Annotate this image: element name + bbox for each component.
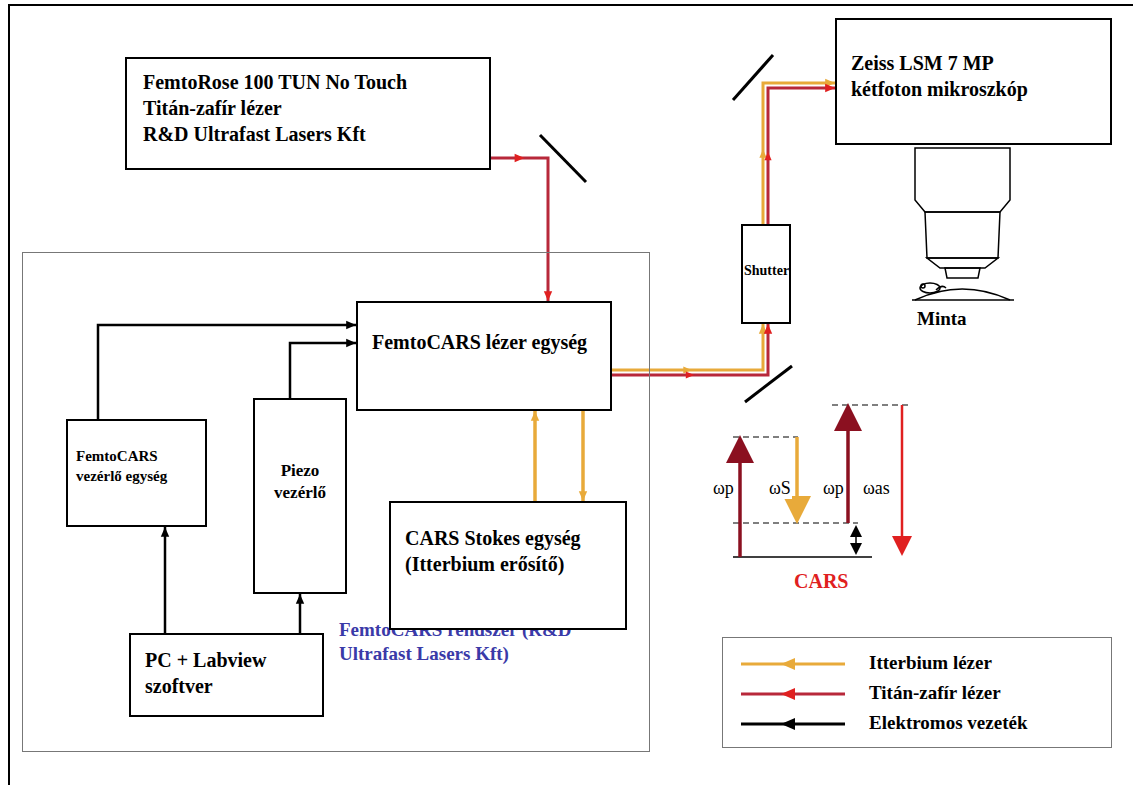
laser-box: FemtoRose 100 TUN No TouchTitán-zafír lé…: [125, 57, 491, 170]
system-group: FemtoCARS rendszer (R&D Ultrafast Lasers…: [22, 252, 650, 752]
connector-line: [290, 343, 356, 398]
frequency-label: ωS: [768, 478, 792, 499]
connector: [579, 411, 587, 501]
microscope-objective: [912, 148, 1014, 300]
arrow-head: [515, 154, 525, 162]
arrow-head: [686, 371, 694, 378]
node-text: kétfoton mikroszkóp: [851, 76, 1096, 102]
node-text: CARS Stokes egység (Itterbium erősítő): [405, 525, 611, 577]
legend-row: Titán-zafír lézer: [723, 680, 1111, 708]
controller-box: FemtoCARS vezérlő egység: [66, 419, 207, 527]
node-text: FemtoCARS lézer egység: [372, 329, 596, 355]
connector: [296, 594, 304, 633]
laser-unit-box: FemtoCARS lézer egység: [356, 301, 612, 411]
node-text: R&D Ultrafast Lasers Kft: [143, 121, 473, 147]
node-text: Zeiss LSM 7 MP: [851, 50, 1096, 76]
microscope-box: Zeiss LSM 7 MPkétfoton mikroszkóp: [835, 18, 1112, 145]
connector: [612, 324, 772, 379]
legend-sample: [737, 684, 847, 704]
connector-line: [164, 527, 167, 633]
connector-line: [612, 324, 768, 375]
connector: [531, 411, 539, 501]
legend-text: Elektromos vezeték: [869, 712, 1027, 734]
node-text: Titán-zafír lézer: [143, 95, 473, 121]
connector: [759, 79, 835, 224]
frequency-label: ωas: [862, 478, 891, 499]
connector-line: [768, 88, 835, 224]
arrow-head: [764, 324, 772, 334]
arrow-head: [346, 321, 356, 329]
legend-text: Titán-zafír lézer: [869, 682, 1001, 704]
arrow-head: [579, 491, 587, 501]
legend-row: Itterbium lézer: [723, 650, 1111, 678]
connector-line: [491, 158, 548, 301]
sample-label: Minta: [916, 308, 968, 330]
node-text: FemtoRose 100 TUN No Touch: [143, 69, 473, 95]
legend-row: Elektromos vezeték: [723, 710, 1111, 738]
arrow-head: [531, 411, 539, 421]
arrow-head: [346, 339, 356, 347]
legend: Itterbium lézerTitán-zafír lézerElektrom…: [722, 637, 1112, 748]
arrow-head: [764, 152, 771, 160]
arrow-head: [759, 149, 766, 157]
stokes-box: CARS Stokes egység (Itterbium erősítő): [389, 501, 627, 630]
connector: [491, 154, 552, 301]
connector-line: [763, 83, 835, 224]
legend-sample: [737, 654, 847, 674]
pc-box: PC + Labview szoftver: [129, 633, 324, 717]
arrow-head: [161, 527, 169, 537]
cars-energy-diagram: [733, 405, 908, 557]
connector-line: [612, 324, 763, 370]
node-text: Shutter: [744, 262, 788, 280]
connector: [161, 527, 169, 633]
piezo-box: Piezo vezérlő: [253, 398, 347, 594]
node-text: Piezo vezérlő: [259, 460, 341, 504]
shutter-box: Shutter: [741, 224, 791, 324]
connector: [290, 339, 356, 398]
arrow-head: [825, 84, 835, 92]
frequency-label: ωp: [822, 478, 845, 499]
node-text: PC + Labview szoftver: [145, 647, 308, 699]
arrow-head: [296, 594, 304, 604]
legend-text: Itterbium lézer: [869, 652, 992, 674]
diagram-title: CARS: [793, 570, 849, 593]
arrow-head: [544, 291, 552, 301]
connector-line: [533, 411, 537, 501]
connector-line: [581, 411, 585, 501]
legend-sample: [737, 714, 847, 734]
node-text: FemtoCARS vezérlő egység: [76, 447, 197, 486]
frequency-label: ωp: [712, 478, 735, 499]
